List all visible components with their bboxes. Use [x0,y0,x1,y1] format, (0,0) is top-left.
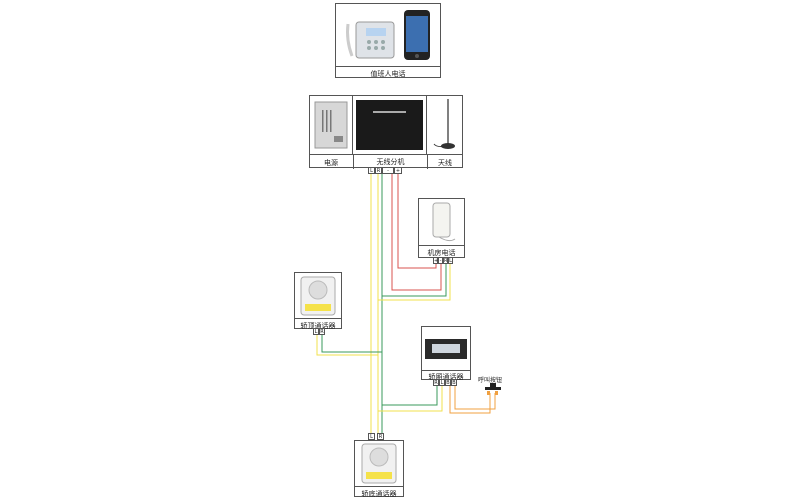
top-term-l: L [313,328,319,335]
wireless-term-plus: + [394,167,402,174]
wireless-unit-icon [356,100,423,150]
antenna-label: 天线 [438,159,452,167]
car-term-b2: B [451,379,457,386]
wireless-unit-label: 无线分机 [353,155,428,169]
car-intercom-panel-icon [425,339,467,359]
car-intercom-box: 轿厢通话器 [421,326,471,381]
call-button-icon [485,383,501,395]
wire-minus [391,172,442,291]
wire-car-l [378,384,443,412]
wire-car-r [382,384,438,406]
intercom-speaker-icon [361,443,397,484]
wire-top-r [321,334,382,353]
mr-term-l: L [448,257,453,264]
car-top-intercom-box: 轿顶通话器 [294,272,342,330]
mobile-phone-icon [404,10,430,60]
wireless-term-l: L [368,167,375,174]
main-unit-box: 电源 无线分机 天线 [309,95,463,169]
wire-btn-2 [454,384,496,410]
power-cell [310,96,353,154]
antenna-cell [427,96,463,154]
wall-phone-icon [432,202,456,242]
wireless-term-minus: - [382,167,394,174]
antenna-icon [433,99,455,149]
car-term-b1: B [445,379,451,386]
power-supply-icon [314,101,348,149]
wireless-term-r: R [375,167,382,174]
mr-term-r: R [443,257,448,264]
wire-btn-1 [449,384,491,414]
pit-intercom-box: 轿底通话器 [354,440,404,498]
top-term-r: R [319,328,325,335]
mr-term-minus: - [438,257,443,264]
wire-plus [397,172,437,269]
wireless-unit-cell [353,96,427,154]
pit-intercom-label: 轿底通话器 [361,490,397,498]
mr-term-plus: + [433,257,439,264]
desk-phone-icon [346,21,395,59]
pit-term-l: L [368,433,375,440]
car-top-intercom-label: 轿顶通话器 [300,322,336,330]
intercom-speaker-icon [300,276,336,316]
wire-mr-l [378,263,451,301]
pit-term-r: R [377,433,384,440]
call-button-label: 呼叫按钮 [478,377,503,384]
wire-top-l [316,334,378,356]
machine-room-phone-box: 机房电话 [418,198,465,258]
duty-phone-label: 值班人电话 [370,70,406,78]
car-term-l: L [439,379,445,386]
duty-phone-box: 值班人电话 [335,3,441,78]
machine-room-phone-label: 机房电话 [427,249,456,257]
car-intercom-label: 轿厢通话器 [428,373,464,381]
car-term-r: R [433,379,439,386]
power-label: 电源 [324,159,338,167]
wire-mr-r [382,263,447,297]
